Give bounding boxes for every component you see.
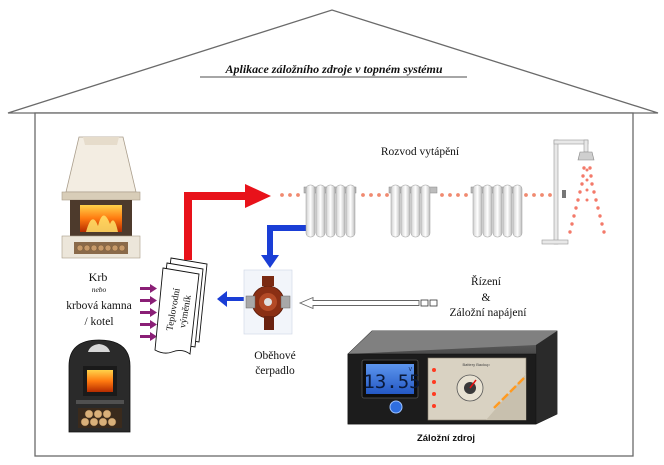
return-water-arrow — [261, 225, 307, 268]
hot-water-arrow — [184, 184, 271, 260]
heat-exchanger — [154, 257, 208, 355]
control-signal-arrow — [298, 296, 438, 310]
control-label: Řízení — [471, 274, 502, 288]
radiator-1 — [303, 184, 357, 238]
backup-power-device — [347, 330, 558, 425]
circulation-pump-image — [243, 269, 293, 335]
pump-to-exchanger-arrow — [217, 291, 245, 307]
distribution-label: Rozvod vytápění — [381, 146, 460, 158]
radiator-2 — [388, 184, 438, 238]
fireplace-image — [61, 136, 141, 259]
backup-power-label: Záložní napájení — [450, 307, 528, 319]
heating-distribution-dots — [280, 193, 552, 197]
backup-source-label: Záložní zdroj — [417, 433, 475, 444]
diagram-title: Aplikace záložního zdroje v topném systé… — [224, 62, 442, 76]
device-display-unit: V — [409, 367, 413, 373]
krb-label: Krb — [89, 270, 108, 284]
device-panel-header: Battery Backup — [462, 362, 490, 367]
pump-label-1: Oběhové — [254, 350, 296, 362]
radiator-3 — [470, 184, 523, 238]
input-arrows — [140, 284, 157, 341]
krbova-kamna-label: krbová kamna — [66, 300, 131, 312]
ampersand-label: & — [482, 292, 491, 304]
stove-image — [68, 339, 131, 433]
house-outline — [7, 9, 659, 457]
shower-icon — [541, 139, 606, 245]
nebo-label: nebo — [92, 285, 107, 294]
device-display-value: 13.55 — [363, 371, 420, 393]
pump-label-2: čerpadlo — [255, 365, 295, 377]
kotel-label: / kotel — [84, 316, 113, 328]
